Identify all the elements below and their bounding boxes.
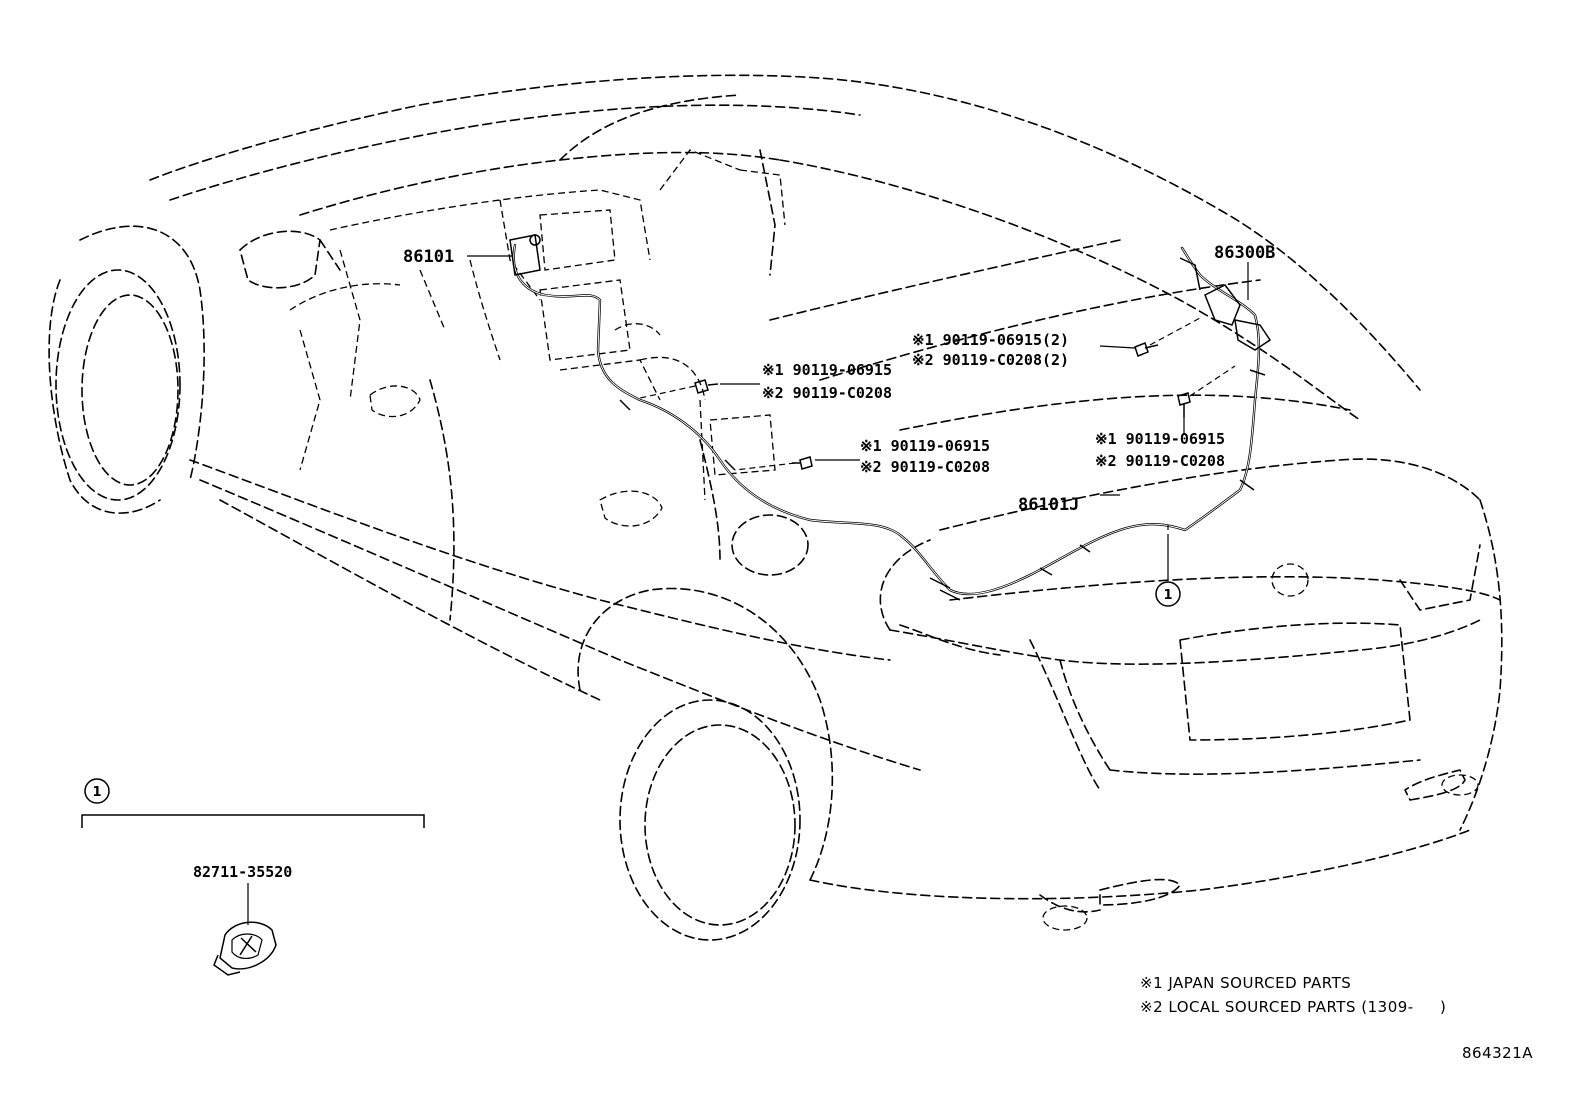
bolt-label-b2: ※2 90119-C0208 [762, 384, 892, 402]
bolt-icon [1134, 342, 1159, 357]
bolt-label-d2: ※2 90119-C0208 [1095, 452, 1225, 470]
detail-1: 1 82711-35520 [81, 778, 425, 976]
bolt-label-a1: ※1 90119-06915(2) [912, 331, 1069, 349]
car-outline [48, 74, 1503, 941]
detail-reference-number: 1 [92, 785, 101, 800]
callout-86101: 86101 [403, 247, 454, 267]
car-interior [289, 149, 786, 501]
reference-number: 1 [1163, 588, 1172, 603]
note-japan-sourced: ※1 JAPAN SOURCED PARTS [1140, 974, 1351, 992]
callout-82711-35520: 82711-35520 [193, 863, 292, 881]
bolt-icon [694, 379, 719, 394]
bolt-label-c1: ※1 90119-06915 [860, 437, 990, 455]
bolt-label-c2: ※2 90119-C0208 [860, 458, 990, 476]
clip-icon [213, 921, 277, 976]
illustration-id: 864321A [1462, 1044, 1533, 1062]
leader-lines [467, 255, 1249, 580]
callout-86300b: 86300B [1214, 243, 1275, 263]
bolt-label-d1: ※1 90119-06915 [1095, 430, 1225, 448]
antenna-cord [509, 234, 1272, 601]
reference-circle: 1 [1155, 581, 1181, 607]
note-local-sourced: ※2 LOCAL SOURCED PARTS (1309- ) [1140, 998, 1446, 1016]
bolt-icon [1177, 392, 1191, 418]
bolt-label-a2: ※2 90119-C0208(2) [912, 351, 1069, 369]
callout-86101j: 86101J [1018, 495, 1079, 515]
bolt-label-b1: ※1 90119-06915 [762, 361, 892, 379]
